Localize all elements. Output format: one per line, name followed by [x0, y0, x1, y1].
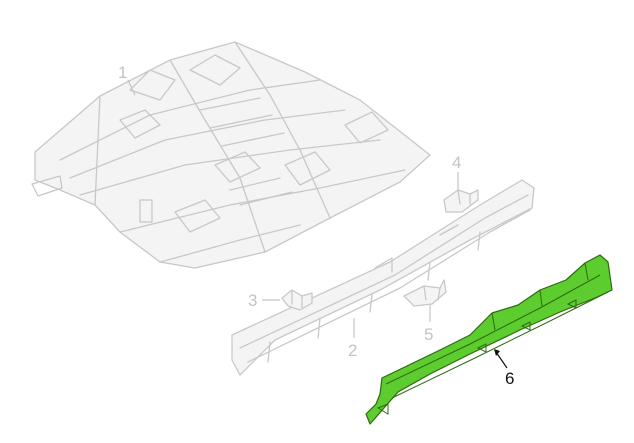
leader-6 [495, 351, 508, 369]
bracket-part-3[interactable] [281, 289, 313, 311]
callout-label-5: 5 [424, 325, 433, 344]
floor-pan-part-1[interactable] [31, 41, 431, 269]
callout-label-6: 6 [505, 369, 514, 388]
callout-label-3: 3 [248, 291, 257, 310]
sill-panel-part-6[interactable] [365, 254, 613, 425]
callout-label-1: 1 [118, 63, 127, 82]
callout-label-4: 4 [452, 153, 461, 172]
bracket-part-4[interactable] [443, 189, 479, 213]
leader-1 [127, 79, 136, 96]
arrowhead-6 [494, 349, 500, 356]
side-rail-part-2[interactable] [231, 179, 535, 376]
callout-label-2: 2 [348, 341, 357, 360]
bracket-part-5[interactable] [403, 279, 447, 307]
